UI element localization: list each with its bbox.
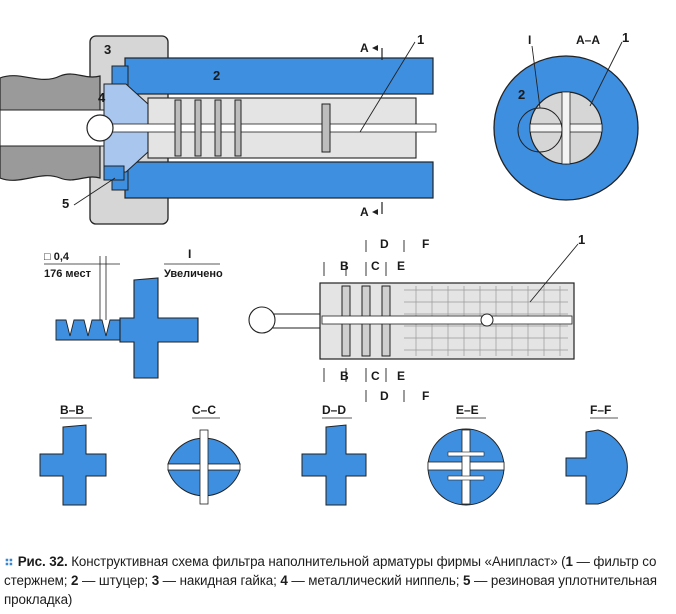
section-aa-cross-v: [561, 91, 571, 165]
label-filter-1: 1: [578, 232, 585, 247]
assembly-view: 3 2 4 5 1 A A: [0, 32, 437, 225]
leader-1: [359, 41, 416, 133]
leader-circle-i: [531, 45, 541, 109]
caption-item-text: — резиновая уплотнительная прокладка): [4, 573, 657, 607]
section-aa-view: A–A I 1 2: [493, 30, 639, 201]
label-1: 1: [417, 32, 424, 47]
gasket: [103, 165, 125, 181]
label-e-bottom: E: [397, 369, 405, 383]
label-d-top: D: [380, 237, 389, 251]
label-circle-1: 1: [622, 30, 629, 45]
caption-item-num: 3: [151, 573, 160, 588]
detail-i-view: □ 0,4 176 мест I Увеличено: [44, 247, 223, 379]
label-a-top: A: [360, 41, 369, 55]
filter-rib: [321, 103, 331, 153]
fitting-top: [124, 57, 434, 95]
label-f-bottom: F: [422, 389, 429, 403]
filter-side-view: 1 D F B C E B C E D F: [248, 232, 585, 403]
caption-item-text: — накидная гайка;: [159, 573, 281, 588]
label-spec: □ 0,4: [44, 251, 70, 263]
section-dd-shape: [301, 424, 367, 506]
caption-item-num: 4: [280, 573, 288, 588]
arrow-aa-bottom: [372, 209, 378, 215]
filter-rod-side: [271, 313, 323, 329]
section-ff-shape: [565, 429, 628, 505]
label-f-top: F: [422, 237, 429, 251]
label-detail-roman: I: [188, 247, 191, 261]
filter-rib: [214, 99, 222, 157]
filter-pin: [480, 313, 494, 327]
section-cc-shape: [167, 429, 241, 505]
label-2: 2: [213, 68, 220, 83]
detail-cross: [119, 277, 199, 379]
section-bb-shape: [39, 424, 107, 506]
label-roman-i: I: [528, 33, 531, 47]
filter-diagram: 3 2 4 5 1 A A A–A I 1 2 □ 0,4 176 мест I…: [0, 30, 639, 506]
label-c-bottom: C: [371, 369, 380, 383]
label-count: 176 мест: [44, 268, 92, 280]
caption-item-text: — металлический ниппель;: [287, 573, 463, 588]
leader-filter-1: [529, 243, 579, 303]
filter-center-band: [321, 315, 573, 325]
filter-rib: [174, 99, 182, 157]
label-c-top: C: [371, 259, 380, 273]
leader-circle-1: [589, 41, 623, 107]
cross-sections: B–B C–C D–D E–E F–F: [39, 403, 628, 506]
filter-mesh-grid: [404, 286, 568, 356]
label-5: 5: [62, 196, 69, 211]
figure-caption: ⠶Рис. 32. Конструктивная схема фильтра н…: [4, 552, 672, 609]
filter-ball-side: [248, 306, 276, 334]
label-a-bottom: A: [360, 205, 369, 219]
caption-figure-number: Рис. 32.: [17, 554, 68, 569]
caption-bullet-icon: ⠶: [4, 554, 14, 569]
label-section-ee: E–E: [456, 403, 479, 417]
arrow-aa-top: [372, 45, 378, 51]
caption-lead: Конструктивная схема фильтра наполнитель…: [71, 554, 566, 569]
section-ee-shape: [427, 428, 505, 506]
label-section-aa: A–A: [576, 33, 600, 47]
filter-rib: [194, 99, 202, 157]
label-3: 3: [104, 42, 111, 57]
label-section-dd: D–D: [322, 403, 346, 417]
label-b-bottom: B: [340, 369, 349, 383]
filter-rod: [109, 123, 437, 133]
label-section-cc: C–C: [192, 403, 216, 417]
label-b-top: B: [340, 259, 349, 273]
label-zoom: Увеличено: [164, 268, 223, 280]
label-section-bb: B–B: [60, 403, 84, 417]
label-e-top: E: [397, 259, 405, 273]
caption-item-num: 1: [565, 554, 573, 569]
filter-rib: [234, 99, 242, 157]
caption-item-num: 5: [462, 573, 471, 588]
label-section-ff: F–F: [590, 403, 611, 417]
fitting-bottom: [124, 161, 434, 199]
caption-item-text: — фильтр со стержнем;: [4, 554, 657, 588]
label-d-bottom: D: [380, 389, 389, 403]
label-4: 4: [98, 90, 106, 105]
caption-item-num: 2: [71, 573, 79, 588]
ball: [86, 114, 114, 142]
leader-5: [73, 177, 116, 206]
caption-item-text: — штуцер;: [78, 573, 152, 588]
label-circle-2: 2: [518, 87, 525, 102]
